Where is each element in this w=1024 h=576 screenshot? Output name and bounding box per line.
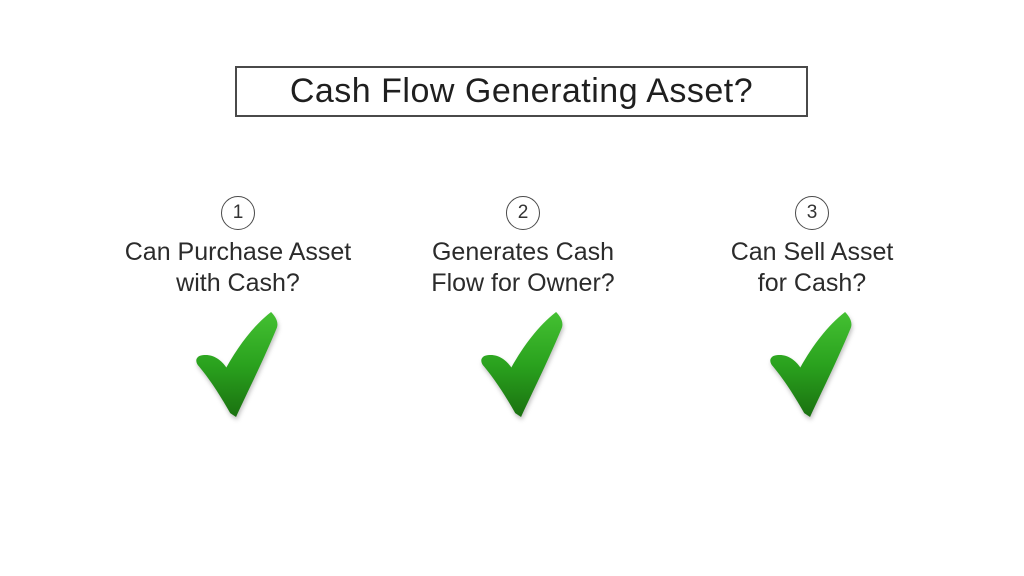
green-checkmark-icon xyxy=(770,312,852,418)
page-title: Cash Flow Generating Asset? xyxy=(289,72,754,110)
step-column-2: 2 Generates Cash Flow for Owner? xyxy=(393,196,653,419)
step-number: 1 xyxy=(232,202,244,223)
question-line-1: Generates Cash xyxy=(431,238,615,266)
green-checkmark-icon xyxy=(196,312,278,418)
question-line-2: Flow for Owner? xyxy=(431,269,615,297)
step-number-badge: 1 xyxy=(221,196,255,230)
question-line-2: with Cash? xyxy=(176,269,300,297)
step-column-3: 3 Can Sell Asset for Cash? xyxy=(682,196,942,419)
step-number-badge: 3 xyxy=(795,196,829,230)
step-number: 3 xyxy=(806,202,818,223)
question-text: Can Sell Asset for Cash? xyxy=(731,237,894,299)
question-text: Generates Cash Flow for Owner? xyxy=(431,237,614,299)
question-text: Can Purchase Asset with Cash? xyxy=(125,237,352,299)
question-line-1: Can Sell Asset xyxy=(730,238,894,266)
question-line-1: Can Purchase Asset xyxy=(124,238,352,266)
step-number: 2 xyxy=(517,202,529,223)
question-line-2: for Cash? xyxy=(757,269,867,297)
green-checkmark-icon xyxy=(481,312,563,418)
step-column-1: 1 Can Purchase Asset with Cash? xyxy=(108,196,368,419)
step-number-badge: 2 xyxy=(506,196,540,230)
title-box: Cash Flow Generating Asset? xyxy=(235,66,808,117)
